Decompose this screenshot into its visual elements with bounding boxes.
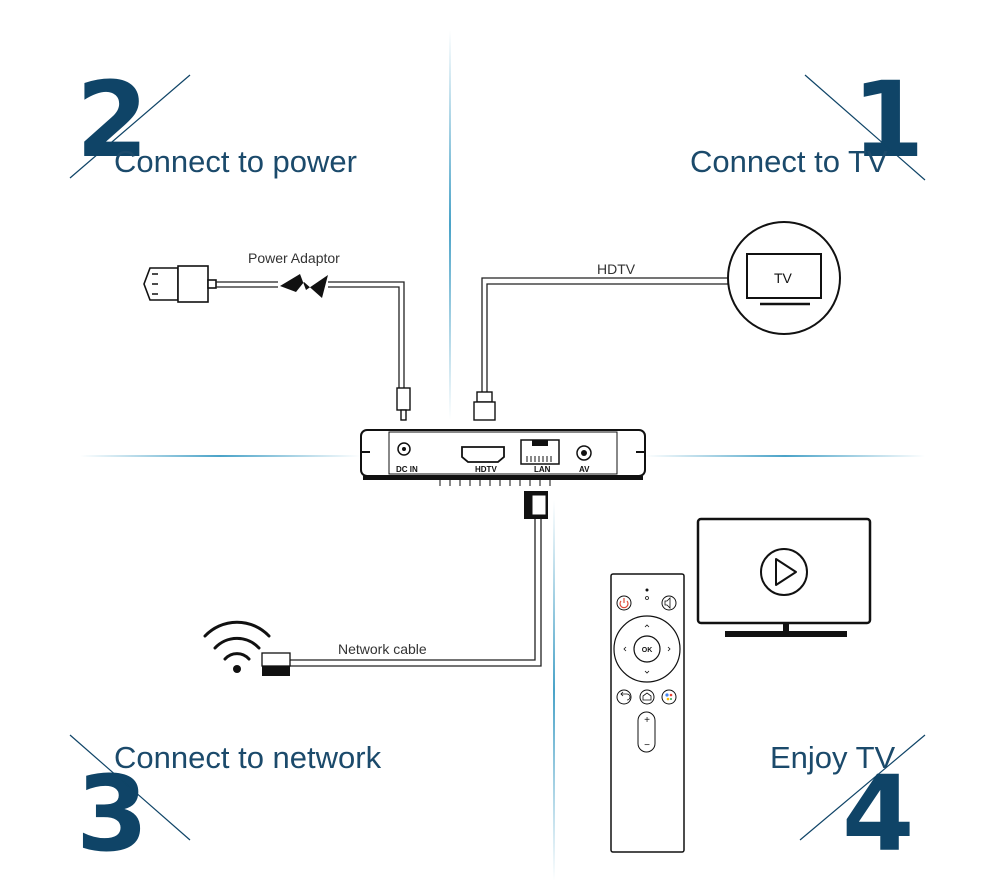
ok-button[interactable] <box>633 635 661 663</box>
step-3-slash <box>69 734 191 841</box>
step-2-title: Connect to power <box>114 144 357 179</box>
hdmi-connector <box>473 391 496 421</box>
home-button-icon[interactable] <box>639 689 655 705</box>
volume-rocker[interactable] <box>637 711 656 753</box>
step-3-title: Connect to network <box>114 740 382 775</box>
volume-minus-label: − <box>644 740 650 751</box>
power-cable <box>216 281 405 388</box>
divider-horizontal-right <box>645 455 925 457</box>
lan-port-label: LAN <box>534 465 551 474</box>
back-button-icon[interactable] <box>616 689 632 705</box>
step-4-heading: 4 Enjoy TV <box>770 734 926 875</box>
power-plug-icon <box>143 265 217 303</box>
step-3-number: 3 <box>76 753 148 875</box>
assistant-button-icon[interactable] <box>661 689 677 705</box>
dc-in-port-label: DC IN <box>396 465 418 474</box>
remote-control: OK + − <box>610 573 685 853</box>
hdmi-port-icon <box>461 446 505 463</box>
mute-button-icon[interactable] <box>661 595 677 611</box>
power-adaptor-label: Power Adaptor <box>248 250 340 266</box>
lightning-bolt-icon <box>280 274 328 298</box>
divider-horizontal-left <box>80 455 360 457</box>
divider-vertical-top <box>449 30 451 420</box>
hdtv-port-label: HDTV <box>475 465 497 474</box>
step-1-slash <box>804 74 926 181</box>
ok-button-label: OK <box>642 647 653 654</box>
hdtv-cable <box>481 277 728 392</box>
divider-vertical-bottom <box>553 500 555 881</box>
av-port-label: AV <box>579 465 590 474</box>
network-cable <box>290 519 542 667</box>
lan-connector-end <box>261 652 291 676</box>
step-4-number: 4 <box>842 753 914 875</box>
step-1-title: Connect to TV <box>690 144 888 179</box>
step-3-heading: 3 Connect to network <box>69 734 382 875</box>
step-1-heading: 1 Connect to TV <box>690 59 926 181</box>
volume-plus-label: + <box>644 715 650 726</box>
tv-screen-label: TV <box>774 270 793 286</box>
step-2-heading: 2 Connect to power <box>69 59 357 181</box>
tv-box-device: DC IN HDTV LAN AV <box>360 429 646 486</box>
hdtv-cable-label: HDTV <box>597 261 636 277</box>
step-1-number: 1 <box>852 59 924 181</box>
network-cable-label: Network cable <box>338 641 427 657</box>
tv-circle-icon <box>727 221 841 335</box>
step-2-slash <box>69 74 191 179</box>
step-4-slash <box>799 734 926 841</box>
dc-connector <box>396 387 411 421</box>
lan-connector <box>524 491 548 519</box>
step-4-title: Enjoy TV <box>770 740 896 775</box>
play-icon <box>760 548 808 596</box>
wifi-icon <box>203 620 271 661</box>
step-2-number: 2 <box>76 59 148 181</box>
